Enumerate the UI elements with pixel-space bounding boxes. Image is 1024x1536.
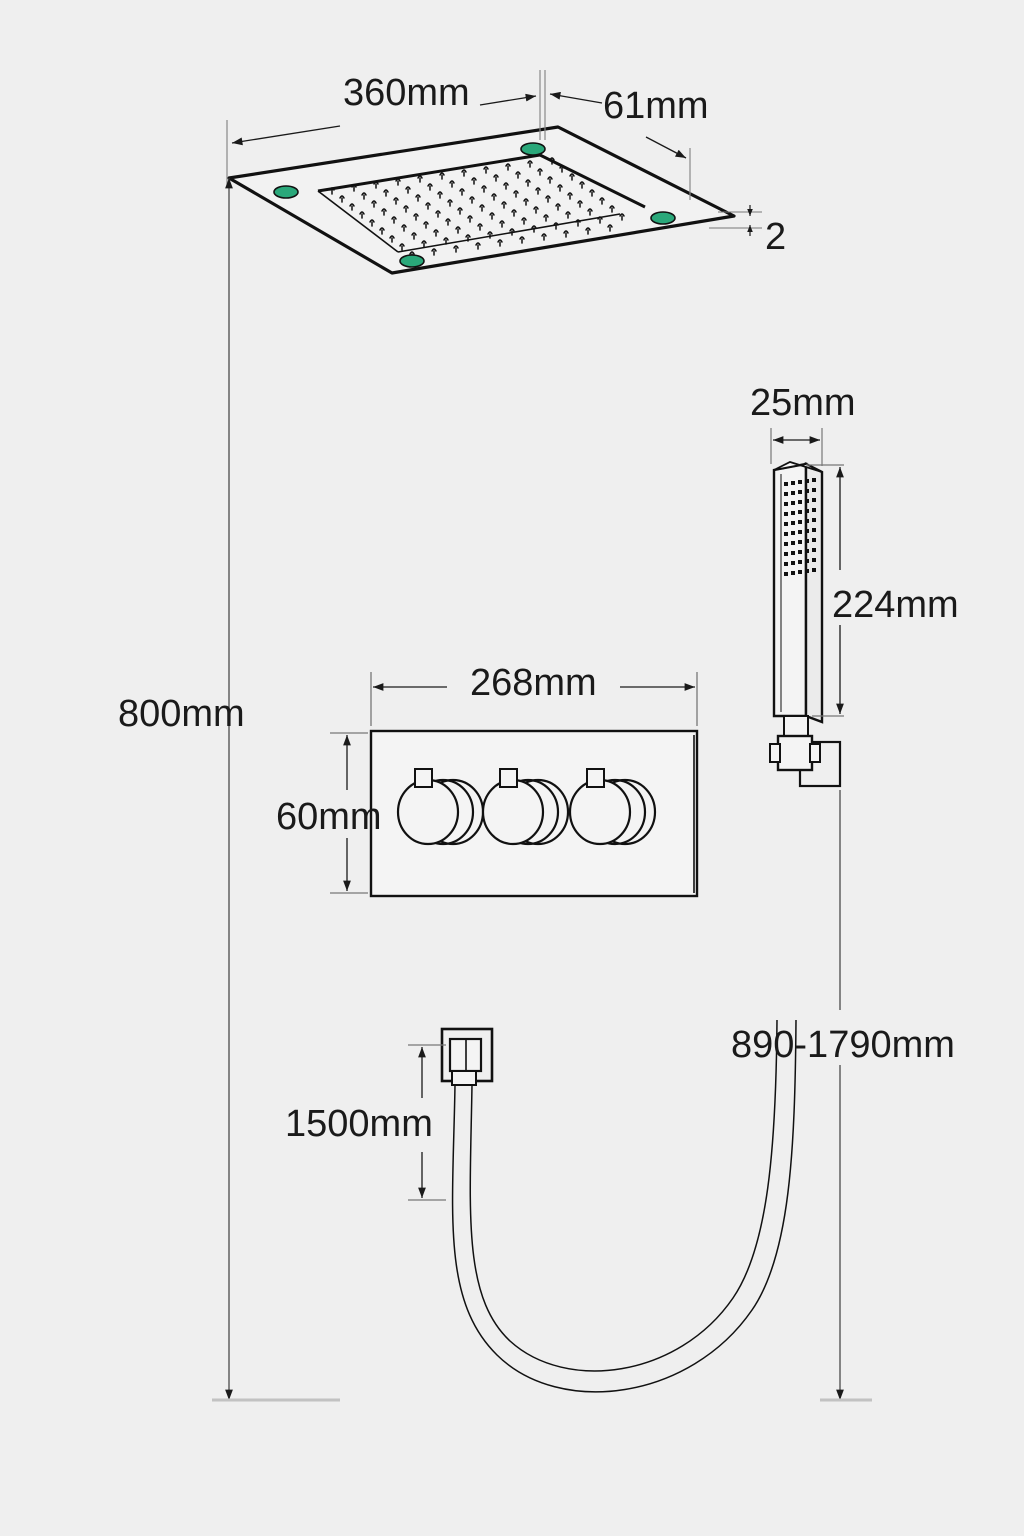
- dimension-2-thickness: [709, 205, 762, 236]
- dimension-1500mm: [408, 1044, 446, 1201]
- dim-arrow-360-left: [231, 125, 341, 146]
- rain-head-led-right: [650, 211, 676, 225]
- bracket-holder-body: [776, 734, 814, 772]
- hose-inner-line: [469, 1019, 778, 1372]
- rain-head-inner-edge-left: [317, 190, 399, 253]
- dim-label-1500mm: 1500mm: [285, 1103, 433, 1145]
- shower-hose: [451, 1019, 797, 1393]
- valve-knob-2-face: [481, 778, 545, 846]
- handheld-wall-bracket: [769, 715, 842, 788]
- dim-label-61mm: 61mm: [603, 85, 709, 127]
- rain-head-led-left: [273, 185, 299, 199]
- wall-water-outlet: [440, 1027, 494, 1086]
- valve-knob-2-indicator: [499, 768, 518, 788]
- rain-head-nozzle-array: [329, 157, 625, 259]
- ceiling-rain-shower-head: [227, 125, 736, 275]
- dim-arrow-360-right: [479, 93, 537, 106]
- valve-knob-1[interactable]: [396, 768, 485, 846]
- dim-label-890-1790mm: 890-1790mm: [731, 1024, 955, 1066]
- dim-label-2-thickness: 2: [765, 216, 787, 258]
- wall-outlet-collar: [451, 1070, 477, 1086]
- dimension-60mm: [330, 732, 368, 894]
- dimension-360mm: [226, 70, 541, 186]
- rain-head-led-top: [520, 142, 546, 156]
- thermostatic-valve-panel: [369, 729, 699, 898]
- dimension-800mm: [212, 178, 340, 1402]
- dim-arrow-61-left: [549, 91, 603, 104]
- rain-head-inner-edge-right: [539, 153, 646, 209]
- valve-knob-1-face: [396, 778, 460, 846]
- valve-knob-2[interactable]: [481, 768, 570, 846]
- dimension-25mm: [770, 428, 823, 466]
- dimension-224mm: [806, 464, 844, 717]
- dim-label-360mm: 360mm: [343, 72, 470, 114]
- valve-knob-3[interactable]: [568, 768, 657, 846]
- handheld-shower-wand: [772, 461, 824, 724]
- bracket-wing-left: [769, 743, 781, 763]
- valve-knob-3-indicator: [586, 768, 605, 788]
- dimension-268mm: [370, 672, 698, 726]
- dim-label-60mm: 60mm: [276, 796, 382, 838]
- dimension-890-1790mm: [820, 790, 872, 1402]
- rain-head-plate-outline: [227, 125, 736, 275]
- handheld-top-cap: [773, 461, 823, 473]
- dim-label-224mm: 224mm: [832, 584, 959, 626]
- valve-knob-1-indicator: [414, 768, 433, 788]
- dim-label-268mm: 268mm: [470, 662, 597, 704]
- rain-head-inner-edge-bottom: [397, 213, 621, 253]
- dim-label-800mm: 800mm: [118, 693, 245, 735]
- dim-label-25mm: 25mm: [750, 382, 856, 424]
- valve-knob-3-face: [568, 778, 632, 846]
- bracket-wing-right: [809, 743, 821, 763]
- dim-arrow-61-right: [645, 136, 687, 159]
- hose-outer-line: [451, 1019, 797, 1393]
- dimension-61mm: [544, 70, 691, 200]
- rain-head-led-bottom: [399, 254, 425, 268]
- handheld-nozzle-grid: [784, 478, 816, 576]
